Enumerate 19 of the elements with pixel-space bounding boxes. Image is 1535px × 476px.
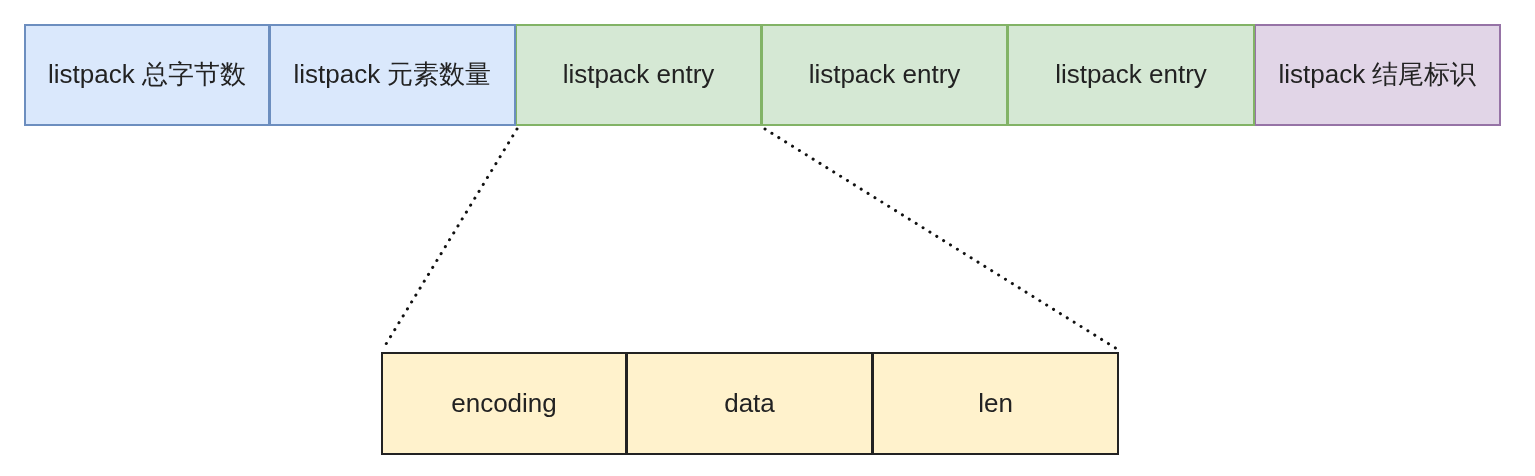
box-label: listpack entry [807,59,962,91]
segment-box [762,24,1008,126]
segment-box [270,24,516,126]
box-label: listpack entry [1054,59,1208,91]
segment-box [24,24,270,126]
box-label: encoding [450,387,558,420]
segment-box [516,24,762,126]
box-label: listpack 总字节数 [47,59,247,91]
box-label: listpack 结尾标识 [1277,59,1478,91]
box-label: listpack 元素数量 [292,59,493,91]
segment-box [1008,24,1255,126]
field-box [381,352,627,455]
box-label: listpack entry [561,59,716,91]
box-label: data [723,387,776,420]
field-box [873,352,1119,455]
box-label: len [977,387,1014,420]
segment-box [1255,24,1501,126]
leader-line [763,127,1119,351]
field-box [627,352,873,455]
